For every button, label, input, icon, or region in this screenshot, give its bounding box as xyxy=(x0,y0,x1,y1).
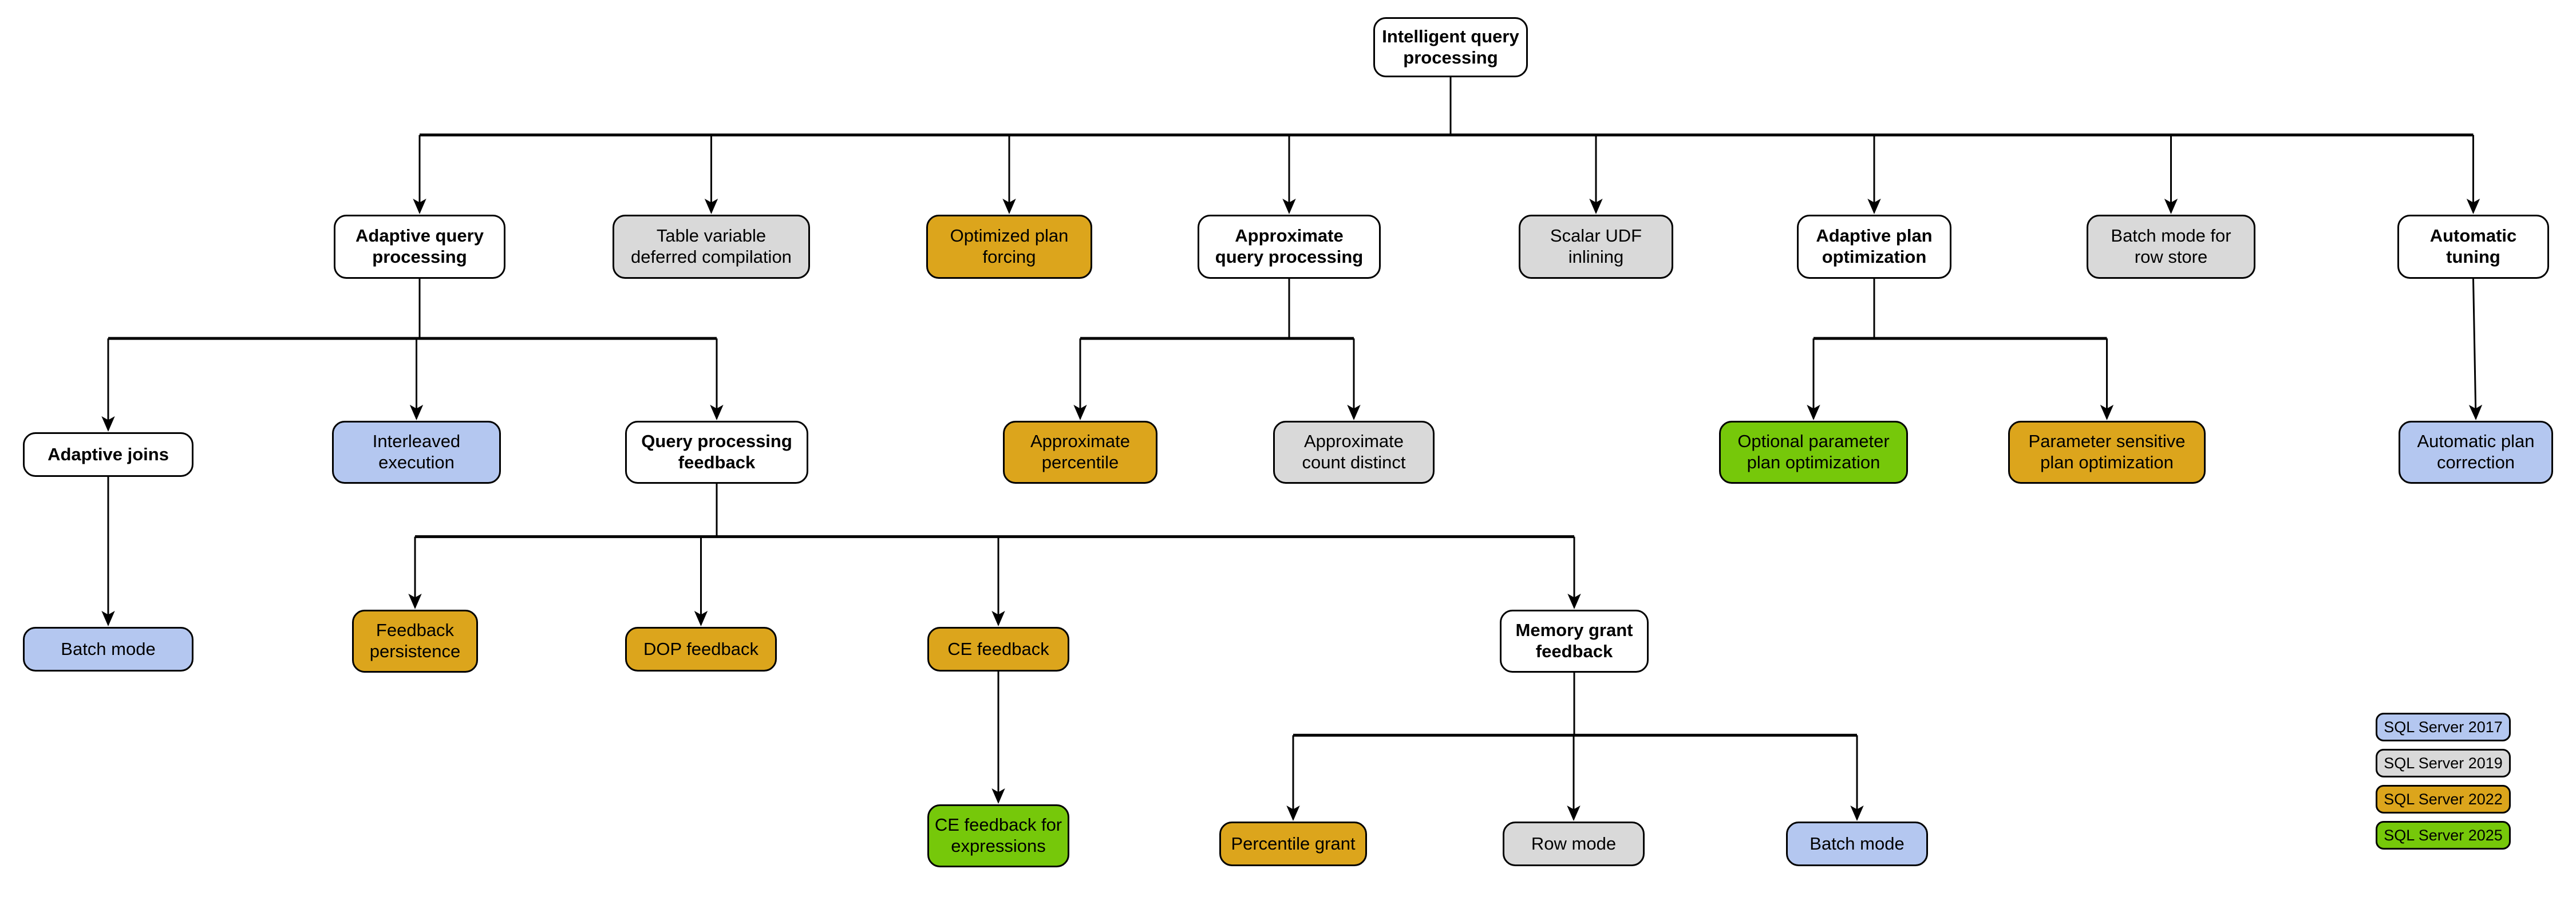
node-bmrs[interactable]: Batch mode for row store xyxy=(2087,215,2255,279)
node-batchmode2[interactable]: Batch mode xyxy=(1786,822,1928,866)
node-batchmode1[interactable]: Batch mode xyxy=(23,627,193,672)
legend-label-2019: SQL Server 2019 xyxy=(2384,754,2503,772)
node-cefeedbackexpr[interactable]: CE feedback for expressions xyxy=(927,804,1069,867)
node-label-approx: Approximate query processing xyxy=(1215,226,1364,267)
node-feedbackpersist[interactable]: Feedback persistence xyxy=(352,610,478,673)
node-label-dopfeedback: DOP feedback xyxy=(643,638,759,659)
node-autotune[interactable]: Automatic tuning xyxy=(2397,215,2549,279)
legend-label-2017: SQL Server 2017 xyxy=(2384,718,2503,736)
legend-item-2017: SQL Server 2017 xyxy=(2376,713,2511,741)
node-interleaved[interactable]: Interleaved execution xyxy=(332,421,501,484)
node-tvdc[interactable]: Table variable deferred compilation xyxy=(613,215,810,279)
node-label-approxcount: Approximate count distinct xyxy=(1302,431,1406,472)
node-dopfeedback[interactable]: DOP feedback xyxy=(625,627,777,672)
legend-item-2022: SQL Server 2022 xyxy=(2376,785,2511,814)
node-label-opf: Optimized plan forcing xyxy=(950,226,1069,267)
node-label-memorygrant: Memory grant feedback xyxy=(1515,620,1633,661)
node-label-feedbackpersist: Feedback persistence xyxy=(369,620,461,661)
node-label-apc: Automatic plan correction xyxy=(2417,431,2535,472)
node-label-autotune: Automatic tuning xyxy=(2429,226,2517,267)
node-label-percentilegrant: Percentile grant xyxy=(1231,833,1356,854)
node-label-batchmode1: Batch mode xyxy=(61,638,156,659)
node-label-aqp: Adaptive query processing xyxy=(355,226,484,267)
node-label-pspo: Parameter sensitive plan optimization xyxy=(2028,431,2186,472)
node-cefeedback[interactable]: CE feedback xyxy=(927,627,1069,672)
node-oppo[interactable]: Optional parameter plan optimization xyxy=(1719,421,1908,484)
node-rowmode[interactable]: Row mode xyxy=(1503,822,1645,866)
node-approxcount[interactable]: Approximate count distinct xyxy=(1273,421,1435,484)
node-label-cefeedback: CE feedback xyxy=(947,638,1049,659)
node-pspo[interactable]: Parameter sensitive plan optimization xyxy=(2008,421,2206,484)
node-adaptivejoins[interactable]: Adaptive joins xyxy=(23,432,193,477)
legend-item-2019: SQL Server 2019 xyxy=(2376,749,2511,777)
node-label-root: Intelligent query processing xyxy=(1382,26,1519,68)
node-label-cefeedbackexpr: CE feedback for expressions xyxy=(934,815,1062,856)
node-root[interactable]: Intelligent query processing xyxy=(1373,17,1528,77)
node-label-rowmode: Row mode xyxy=(1531,833,1617,854)
node-apc[interactable]: Automatic plan correction xyxy=(2399,421,2553,484)
node-label-interleaved: Interleaved execution xyxy=(372,431,461,472)
node-udf[interactable]: Scalar UDF inlining xyxy=(1519,215,1673,279)
node-aqp[interactable]: Adaptive query processing xyxy=(334,215,505,279)
node-label-qpf: Query processing feedback xyxy=(641,431,792,472)
node-label-oppo: Optional parameter plan optimization xyxy=(1737,431,1890,472)
node-label-udf: Scalar UDF inlining xyxy=(1550,226,1642,267)
node-label-batchmode2: Batch mode xyxy=(1809,833,1905,854)
legend-label-2022: SQL Server 2022 xyxy=(2384,790,2503,808)
node-label-approxpct: Approximate percentile xyxy=(1030,431,1131,472)
node-label-apo: Adaptive plan optimization xyxy=(1816,226,1933,267)
legend-item-2025: SQL Server 2025 xyxy=(2376,821,2511,850)
node-approxpct[interactable]: Approximate percentile xyxy=(1003,421,1157,484)
node-approx[interactable]: Approximate query processing xyxy=(1198,215,1381,279)
node-label-adaptivejoins: Adaptive joins xyxy=(48,444,169,464)
node-label-bmrs: Batch mode for row store xyxy=(2111,226,2231,267)
legend-label-2025: SQL Server 2025 xyxy=(2384,826,2503,844)
node-label-tvdc: Table variable deferred compilation xyxy=(631,226,792,267)
node-percentilegrant[interactable]: Percentile grant xyxy=(1219,822,1367,866)
node-apo[interactable]: Adaptive plan optimization xyxy=(1797,215,1951,279)
node-opf[interactable]: Optimized plan forcing xyxy=(926,215,1092,279)
node-memorygrant[interactable]: Memory grant feedback xyxy=(1500,610,1649,673)
node-qpf[interactable]: Query processing feedback xyxy=(625,421,808,484)
